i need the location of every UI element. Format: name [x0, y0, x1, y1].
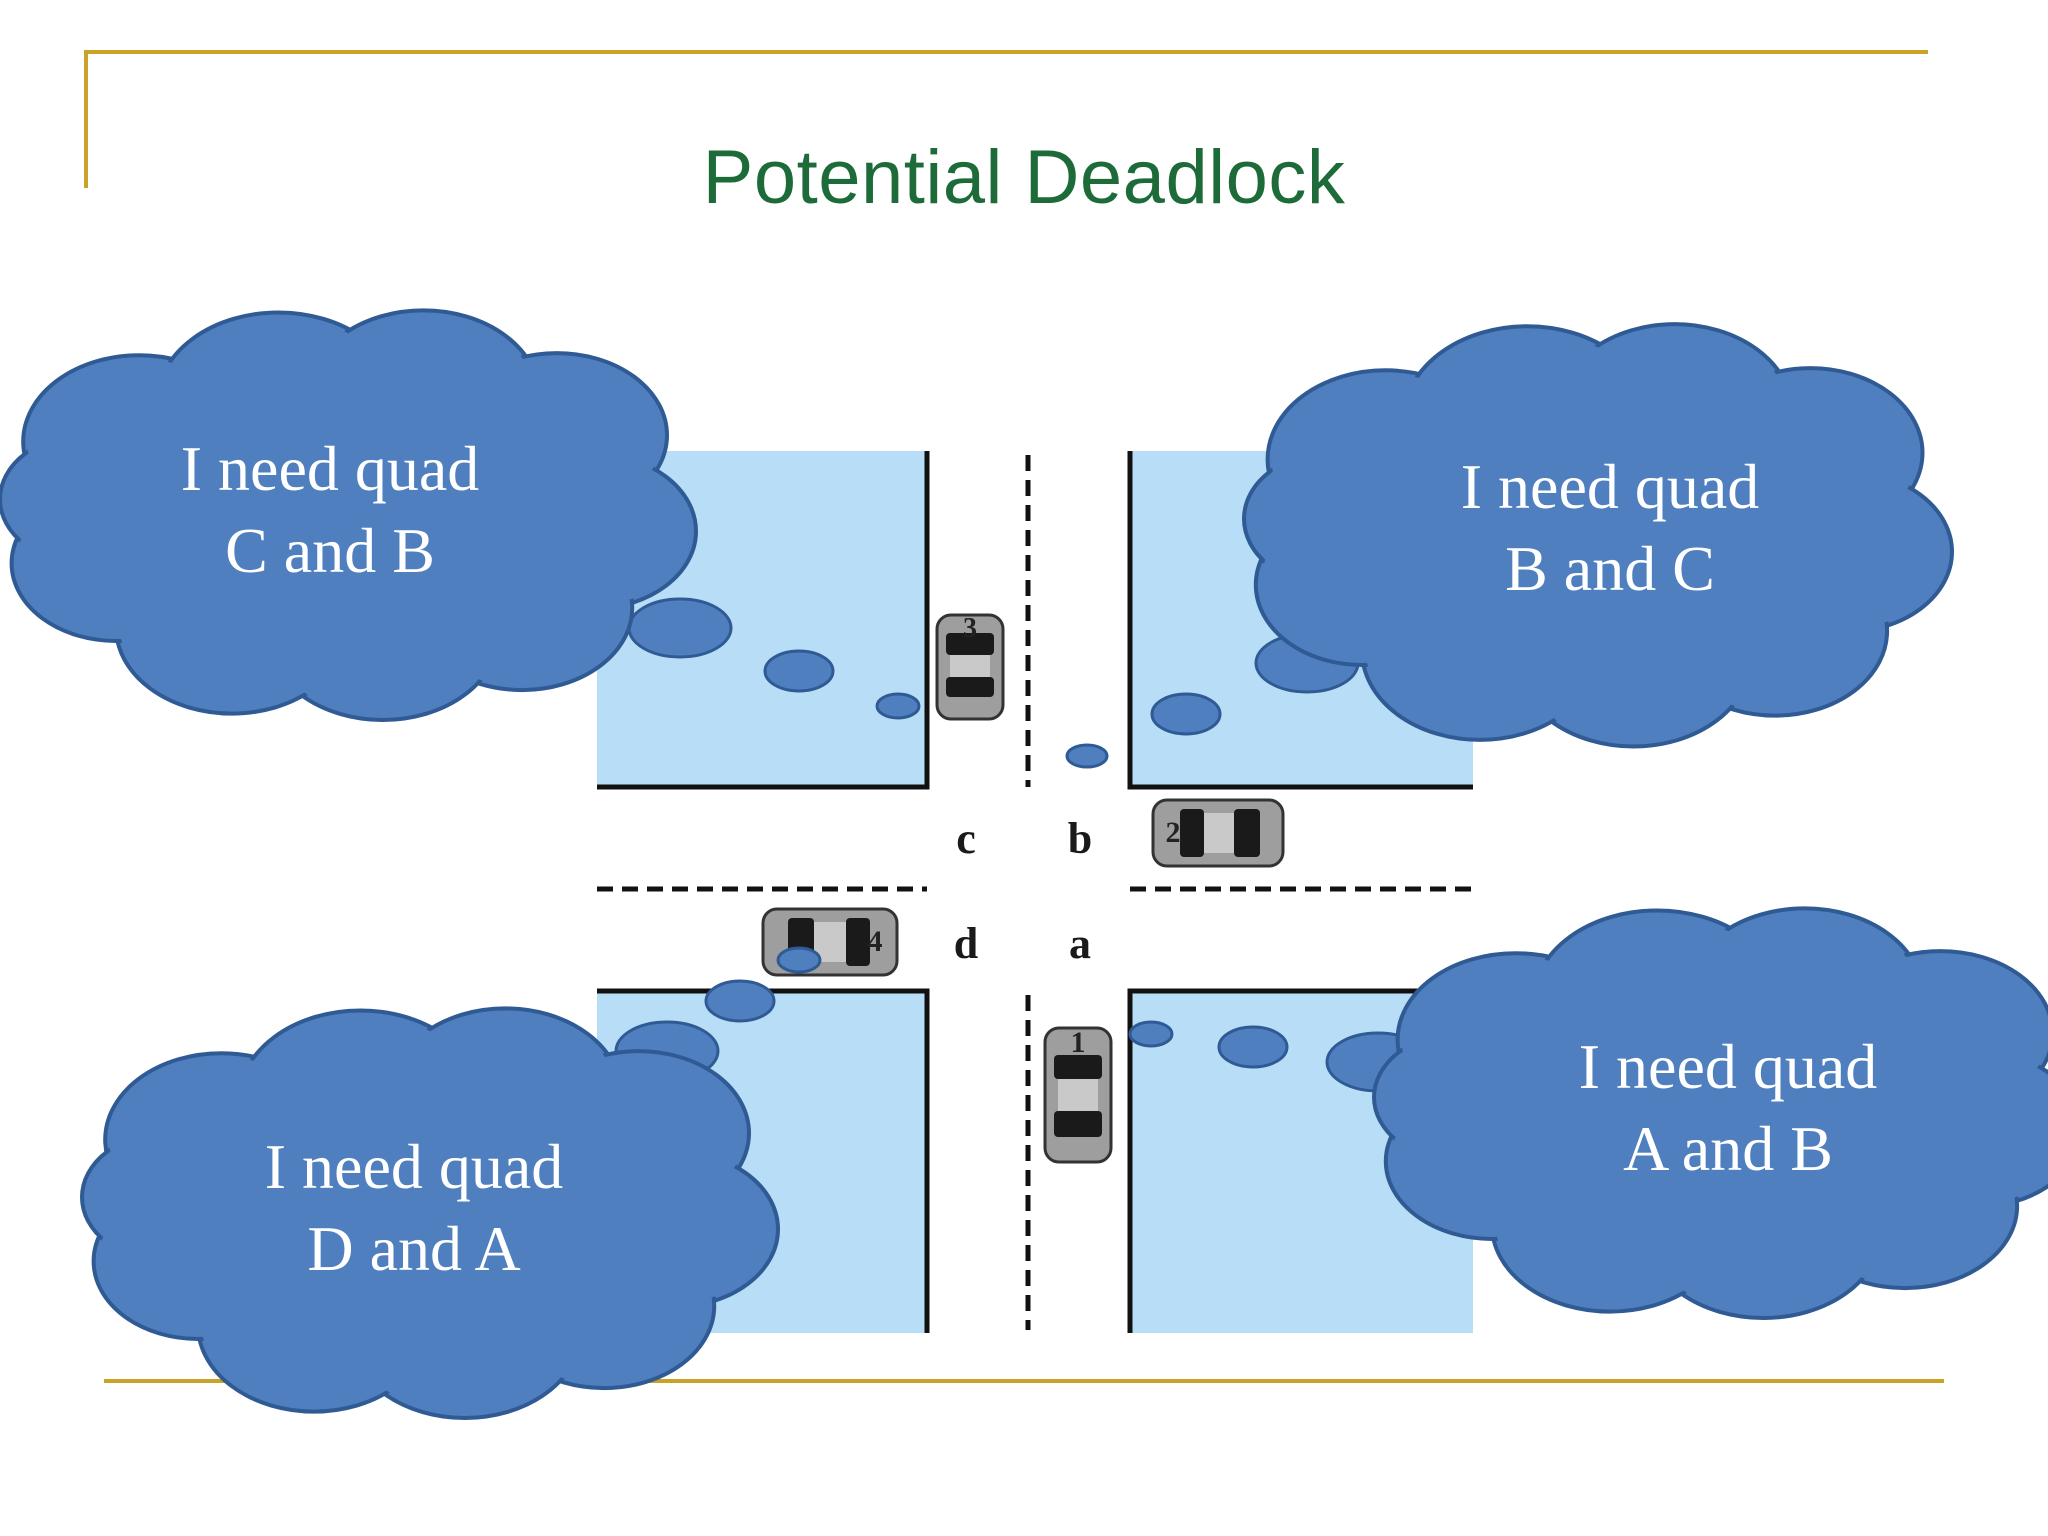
car-1-number: 1	[1071, 1026, 1086, 1059]
cloud-core	[1492, 994, 1964, 1226]
curb-top-right	[1127, 451, 1473, 790]
lane-label-d: d	[954, 919, 978, 968]
lane-label-a: a	[1069, 919, 1091, 968]
car-1: 1	[1043, 1026, 1113, 1164]
cloud-shape	[0, 308, 698, 722]
cloud-3-line-1: I need quad	[265, 1131, 564, 1202]
cloud-1-line-2: C and B	[225, 515, 435, 586]
trail-bubble	[627, 597, 733, 659]
cloud-2-line-2: B and C	[1505, 533, 1715, 604]
cloud-core	[198, 1094, 662, 1326]
cloud-3-line-2: D and A	[307, 1213, 520, 1284]
trail-bubble	[776, 946, 822, 974]
cloud-shape	[80, 1006, 780, 1420]
curb-bottom-left	[597, 988, 930, 1333]
page-title: Potential Deadlock	[702, 135, 1346, 220]
car-2: 2	[1151, 798, 1285, 868]
thought-cloud-4: I need quad A and B	[1372, 906, 2048, 1320]
thought-cloud-2: I need quad B and C	[1242, 322, 1955, 749]
curb-top-left	[597, 451, 930, 790]
trail-bubble	[875, 692, 921, 720]
lane-label-c: c	[956, 814, 976, 863]
cloud-core	[116, 396, 580, 628]
cloud-4-line-1: I need quad	[1579, 1031, 1878, 1102]
car-2-number: 2	[1166, 816, 1181, 849]
intersection: c b d a	[597, 451, 1473, 1333]
cloud-core	[1362, 413, 1834, 651]
trail-bubble	[1065, 743, 1109, 769]
car-3: 3	[935, 613, 1005, 721]
thought-cloud-3: I need quad D and A	[80, 1006, 780, 1420]
car-4-number: 4	[868, 925, 883, 958]
cloud-shape	[1372, 906, 2048, 1320]
cloud-1-line-1: I need quad	[181, 433, 480, 504]
trail-bubble	[704, 979, 776, 1023]
car-3-number: 3	[963, 613, 977, 644]
cloud-shape	[1242, 322, 1955, 749]
curb-bottom-right	[1127, 988, 1473, 1333]
trail-bubble	[763, 649, 835, 693]
cloud-2-line-1: I need quad	[1461, 451, 1760, 522]
trail-bubble	[1150, 692, 1222, 736]
cloud-4-line-2: A and B	[1623, 1113, 1833, 1184]
trail-bubble	[1128, 1020, 1174, 1048]
trail-bubble	[1217, 1025, 1289, 1069]
lane-label-b: b	[1068, 814, 1092, 863]
thought-cloud-1: I need quad C and B	[0, 308, 698, 722]
